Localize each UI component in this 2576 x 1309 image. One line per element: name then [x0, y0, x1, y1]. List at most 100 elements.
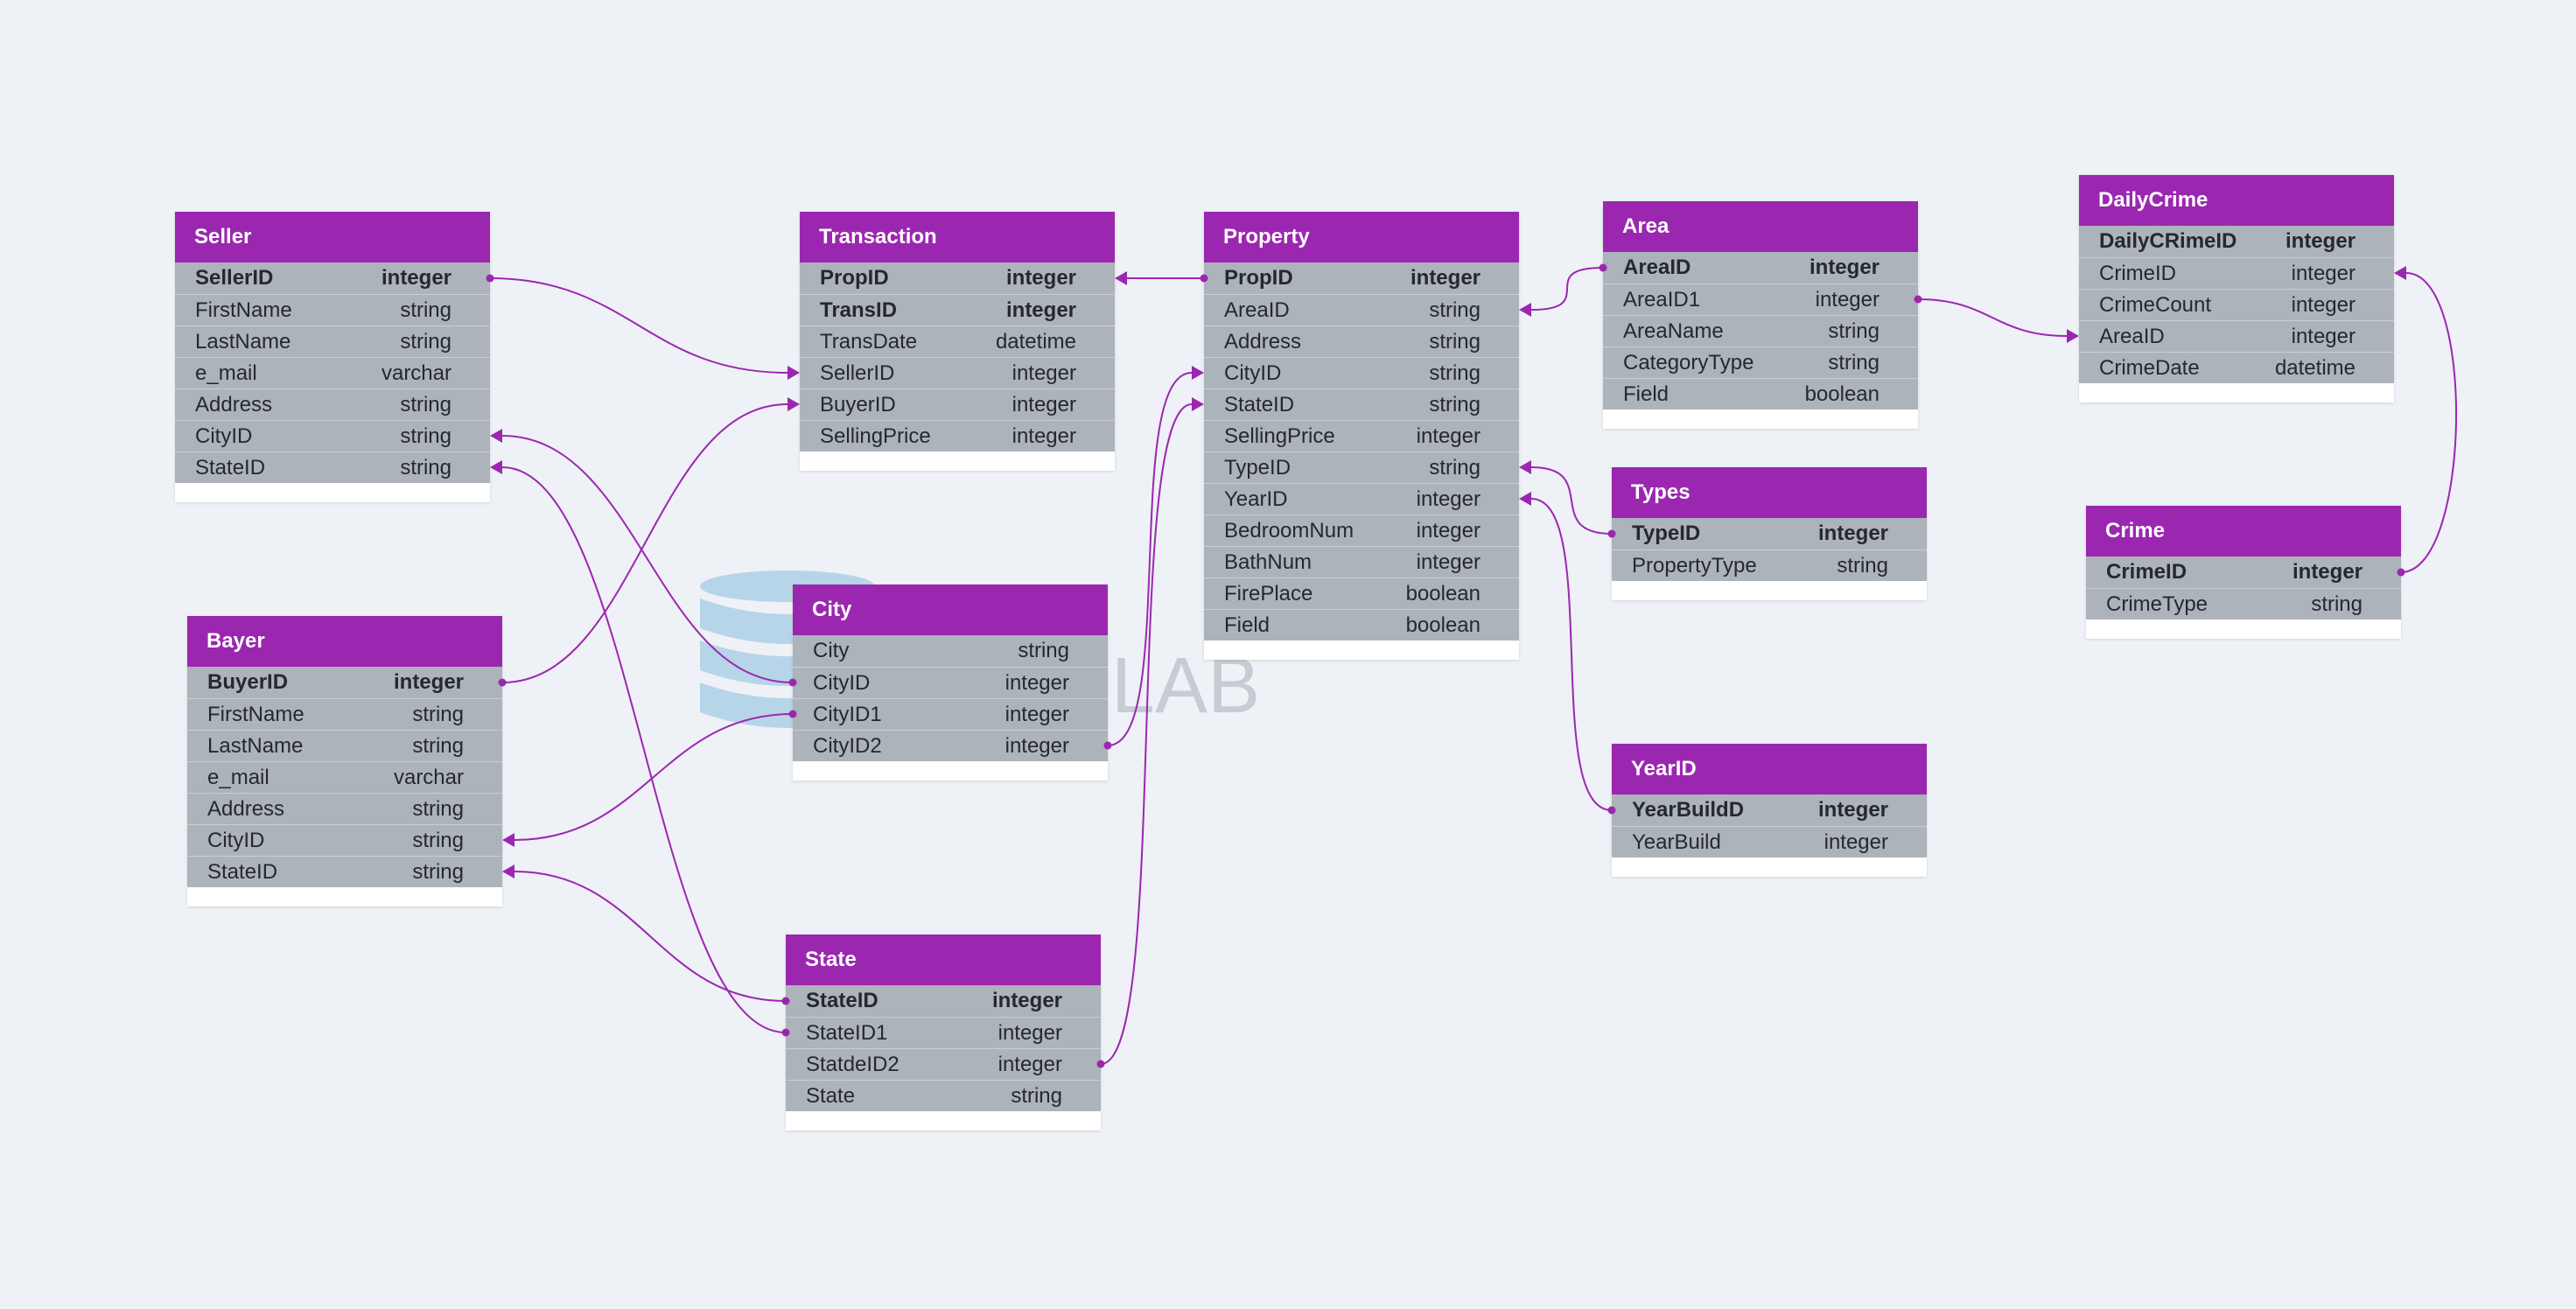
column-name: Address	[207, 797, 285, 821]
column-name: CityID2	[813, 734, 882, 758]
relation-line	[1530, 498, 1613, 811]
column-type: datetime	[995, 330, 1076, 354]
column-type: string	[1429, 393, 1480, 416]
column-type: boolean	[1405, 582, 1480, 606]
column-type: string	[412, 829, 464, 852]
column-type: integer	[1004, 671, 1069, 695]
relation-arrowhead	[1519, 303, 1531, 317]
column-type: string	[400, 456, 452, 480]
relation-arrowhead	[788, 366, 800, 380]
relation-line	[1100, 403, 1193, 1065]
relation-line	[1107, 372, 1193, 746]
column-type: integer	[1004, 734, 1069, 758]
column-name: AreaID	[1623, 256, 1691, 279]
table-title: Seller	[175, 212, 490, 262]
table-row[interactable]: CityID2 integer	[793, 730, 1108, 761]
relation-line	[1530, 466, 1613, 535]
relation-arrowhead	[1519, 460, 1531, 474]
column-name: CrimeType	[2106, 592, 2208, 616]
table-title: DailyCrime	[2079, 175, 2394, 226]
relation-arrowhead	[2394, 266, 2406, 280]
column-type: string	[400, 298, 452, 322]
column-type: integer	[381, 266, 452, 290]
column-name: PropID	[1224, 266, 1293, 290]
column-type: string	[1429, 330, 1480, 354]
column-name: BuyerID	[207, 670, 289, 694]
column-type: integer	[2291, 293, 2356, 317]
column-name: StatdeID2	[806, 1053, 900, 1076]
column-name: CrimeID	[2106, 560, 2188, 584]
column-type: string	[1011, 1084, 1062, 1108]
column-type: integer	[1012, 361, 1076, 385]
